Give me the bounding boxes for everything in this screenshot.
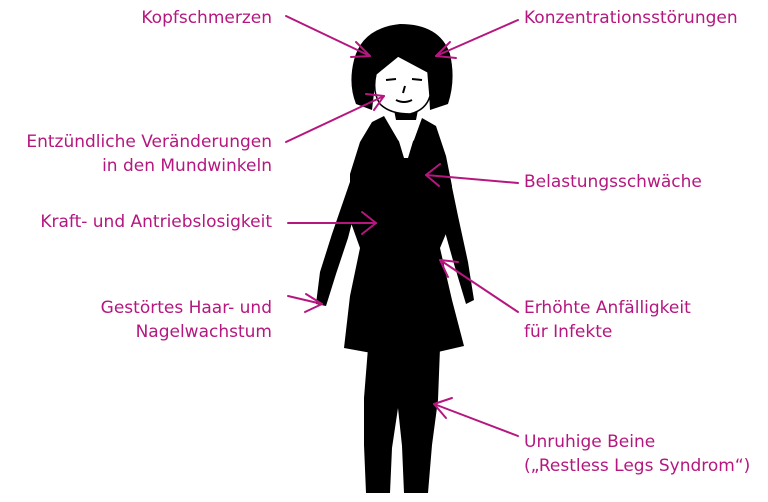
label-headache-line-1: Kopfschmerzen bbox=[141, 8, 272, 28]
arrow-energy bbox=[287, 211, 377, 235]
label-energy-line-1: Kraft- und Antriebslosigkeit bbox=[40, 212, 272, 232]
figure-face bbox=[373, 55, 431, 115]
arrow-legs bbox=[433, 397, 519, 437]
figure-hair bbox=[351, 24, 453, 110]
arrow-exercise bbox=[425, 163, 519, 187]
label-energy: Kraft- und Antriebslosigkeit bbox=[40, 210, 272, 234]
label-headache: Kopfschmerzen bbox=[141, 6, 272, 30]
label-legs-line-1: Unruhige Beine bbox=[524, 432, 656, 452]
figure-face-details bbox=[385, 78, 423, 103]
arrow-headache bbox=[285, 15, 371, 58]
label-hair-line-2: Nagelwachstum bbox=[135, 322, 272, 342]
label-concentration: Konzentrationsstörungen bbox=[524, 6, 738, 30]
label-concentration-line-1: Konzentrationsstörungen bbox=[524, 8, 738, 28]
figure-legs bbox=[364, 348, 440, 493]
arrow-mouth bbox=[285, 93, 385, 143]
label-exercise-line-1: Belastungsschwäche bbox=[524, 172, 702, 192]
label-mouth-line-1: Entzündliche Veränderungen bbox=[26, 132, 272, 152]
label-legs-line-2: („Restless Legs Syndrom“) bbox=[524, 456, 751, 476]
label-exercise: Belastungsschwäche bbox=[524, 170, 702, 194]
label-mouth: Entzündliche Veränderungen in den Mundwi… bbox=[26, 130, 272, 178]
figure-left-arm bbox=[316, 176, 362, 306]
label-legs: Unruhige Beine („Restless Legs Syndrom“) bbox=[524, 430, 750, 478]
arrow-infection bbox=[439, 259, 519, 313]
label-infection-line-2: für Infekte bbox=[524, 322, 613, 342]
label-hair-line-1: Gestörtes Haar- und bbox=[100, 298, 272, 318]
label-mouth-line-2: in den Mundwinkeln bbox=[102, 156, 272, 176]
label-infection-line-1: Erhöhte Anfälligkeit bbox=[524, 298, 691, 318]
label-hair: Gestörtes Haar- und Nagelwachstum bbox=[101, 296, 272, 344]
arrow-concentration bbox=[435, 19, 519, 59]
arrow-hair bbox=[287, 293, 323, 313]
figure-collar bbox=[398, 128, 414, 158]
figure-right-arm bbox=[440, 158, 474, 304]
label-infection: Erhöhte Anfälligkeit für Infekte bbox=[524, 296, 691, 344]
